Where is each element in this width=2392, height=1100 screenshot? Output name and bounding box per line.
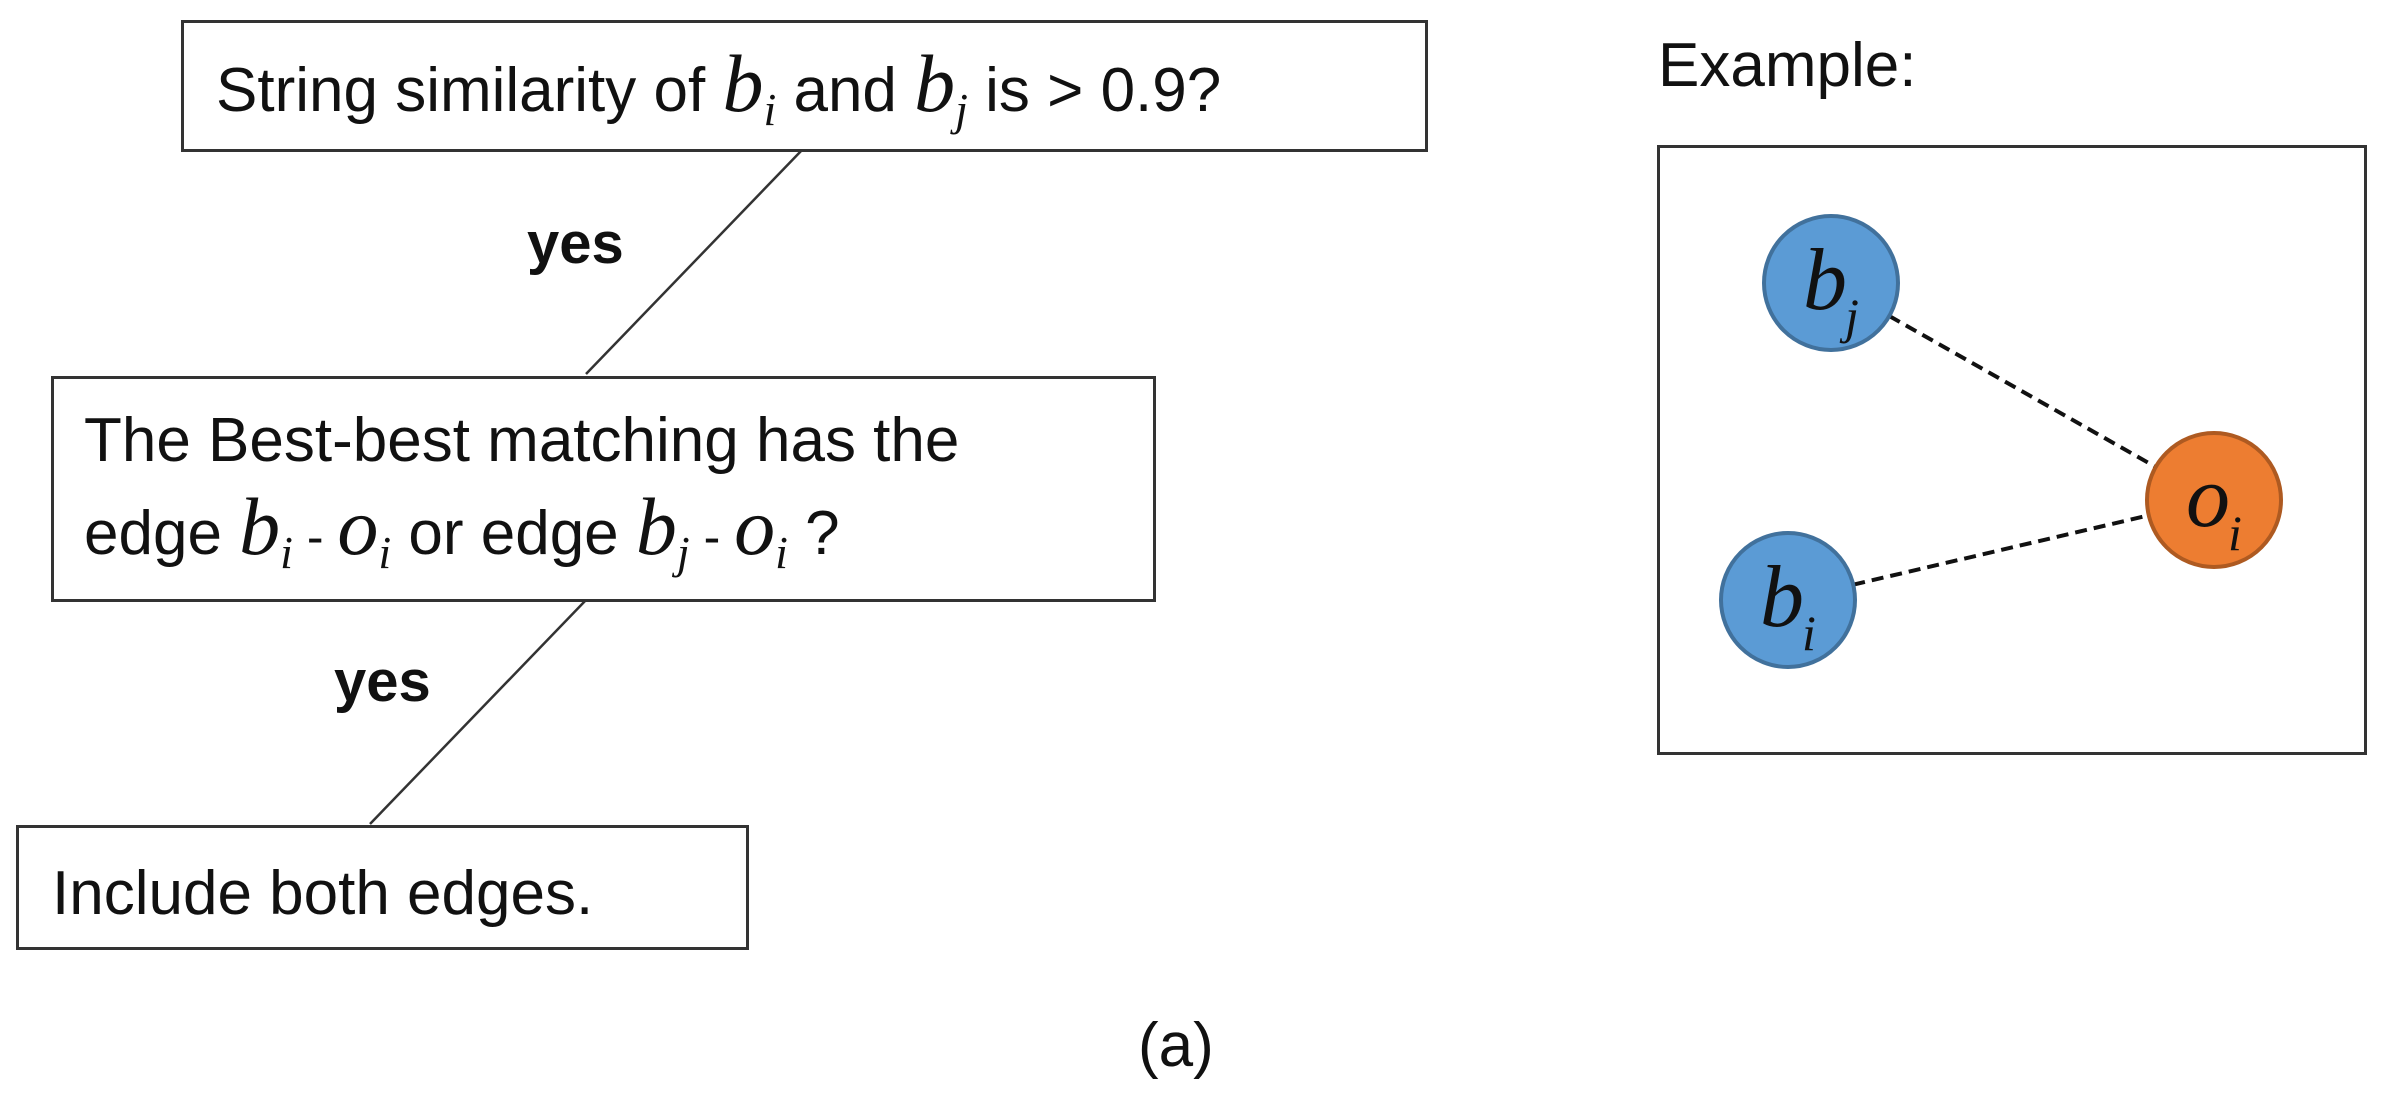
dash: - — [292, 508, 338, 565]
math-o-i: oi — [337, 480, 391, 575]
math-subscript: i — [280, 526, 293, 578]
math-b-i: bi — [239, 480, 293, 575]
line2-prefix: edge — [84, 498, 240, 568]
condition-text-mid: and — [776, 56, 915, 125]
node-circle — [1719, 531, 1857, 669]
condition-line-1: The Best-best matching has the — [84, 406, 960, 475]
yes-label-1: yes — [527, 211, 624, 276]
node-label: b — [1760, 549, 1804, 646]
edge-bi-oi — [1852, 513, 2150, 587]
condition-text-suffix: is > 0.9? — [967, 56, 1222, 125]
figure-caption: (a) — [1138, 1011, 1214, 1080]
condition-box-best-best-matching: The Best-best matching has the edge bi -… — [51, 376, 1156, 602]
example-title: Example: — [1658, 31, 1917, 100]
math-b-j: bj — [914, 38, 968, 133]
node-label: b — [1803, 232, 1847, 329]
node-oi: oi — [2145, 431, 2283, 569]
math-var: o — [734, 480, 776, 572]
node-circle — [1762, 214, 1900, 352]
connector-yes1 — [585, 149, 803, 375]
condition-box-string-similarity: String similarity of bi and bj is > 0.9? — [181, 20, 1428, 152]
math-subscript: j — [955, 83, 968, 135]
math-subscript: i — [378, 526, 392, 578]
node-label: o — [2186, 449, 2230, 546]
node-bj: bj — [1762, 214, 1900, 352]
math-o-i: oi — [734, 480, 788, 575]
node-bi: bi — [1719, 531, 1857, 669]
line2-mid: or edge — [391, 498, 636, 568]
math-subscript: i — [763, 83, 777, 135]
dash: - — [689, 508, 735, 565]
line2-suffix: ? — [787, 498, 840, 568]
yes-label-2: yes — [334, 649, 431, 714]
action-box-include-both: Include both edges. — [16, 825, 749, 950]
connector-yes2 — [369, 599, 587, 825]
math-var: b — [722, 38, 764, 129]
math-var: b — [635, 480, 677, 572]
example-frame — [1657, 145, 2367, 755]
math-subscript: j — [676, 526, 690, 578]
math-b-i: bi — [722, 38, 776, 133]
math-var: b — [239, 480, 281, 572]
node-circle — [2145, 431, 2283, 569]
math-var: o — [337, 480, 379, 572]
edge-bj-oi — [1888, 314, 2157, 469]
condition-text-prefix: String similarity of — [216, 56, 723, 125]
condition-line-2: edge bi - oi or edge bj - oi ? — [84, 485, 1153, 575]
node-subscript: i — [1802, 605, 1816, 661]
math-subscript: i — [775, 526, 788, 578]
math-var: b — [914, 38, 956, 129]
node-subscript: i — [2228, 505, 2242, 561]
math-b-j: bj — [635, 480, 690, 575]
